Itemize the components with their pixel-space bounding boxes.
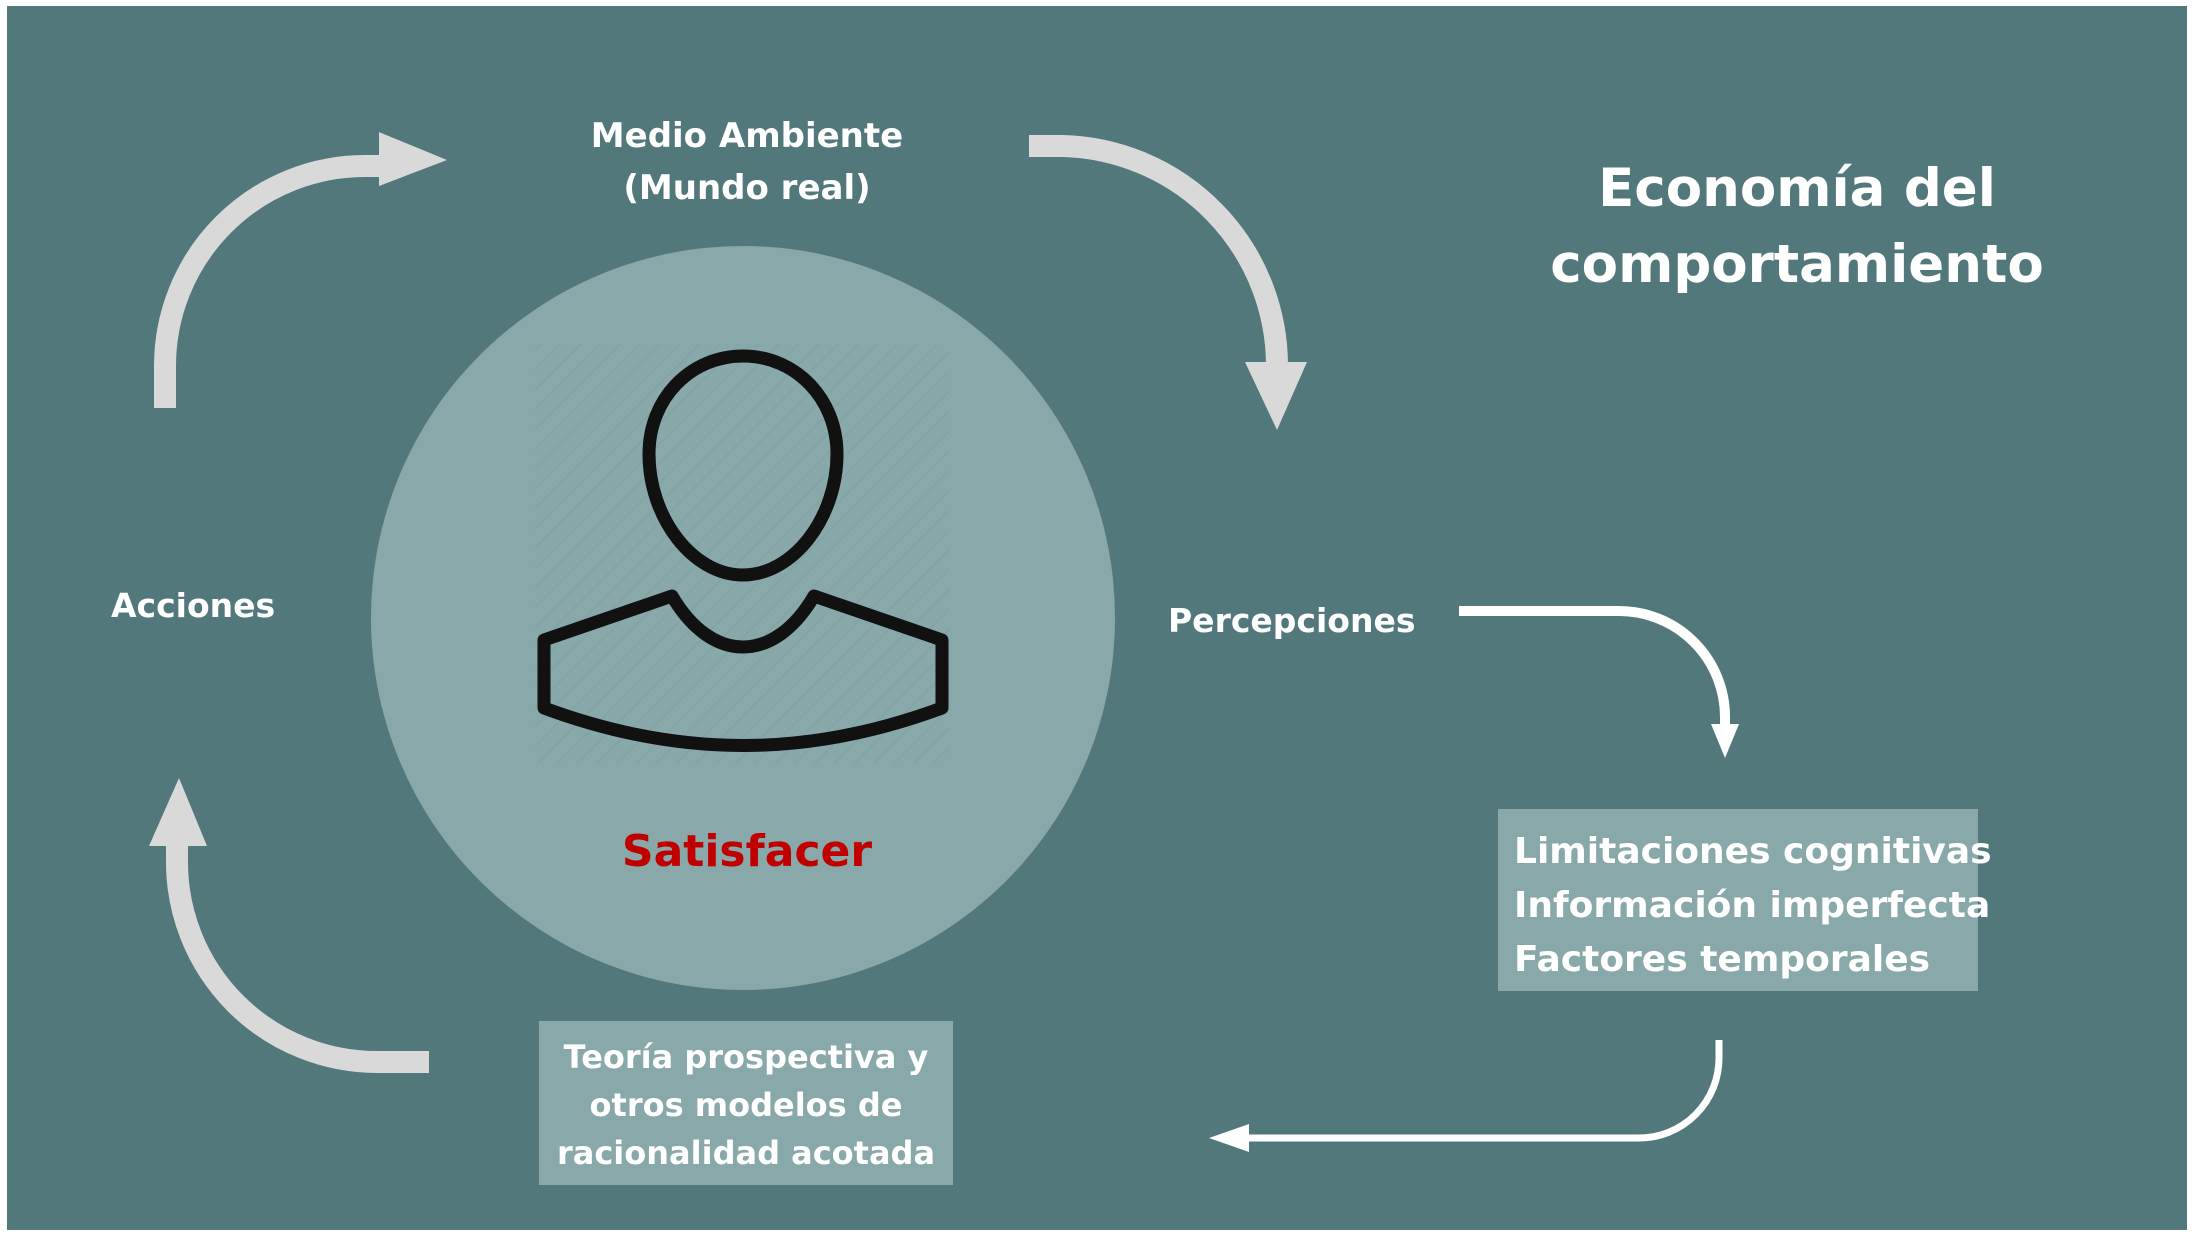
arrow-limitations-to-theory xyxy=(1209,1040,1723,1152)
limitations-box: Limitaciones cognitivas Información impe… xyxy=(1498,809,1992,991)
actions-label: Acciones xyxy=(111,586,276,625)
person-icon xyxy=(535,344,949,764)
environment-label: Medio Ambiente (Mundo real) xyxy=(567,110,927,214)
arrow-perceptions-to-limitations xyxy=(1459,606,1739,758)
theory-box: Teoría prospectiva y otros modelos de ra… xyxy=(539,1021,953,1185)
theory-line: racionalidad acotada xyxy=(556,1134,936,1172)
limitation-item: Factores temporales xyxy=(1514,939,1931,980)
page-title: Economía del comportamiento xyxy=(1487,151,2107,303)
arrow-environment-to-perceptions xyxy=(1029,135,1307,430)
title-line-2: comportamiento xyxy=(1550,234,2044,295)
cycle-diagram xyxy=(149,132,1739,1152)
arrow-actions-to-environment xyxy=(154,132,447,408)
limitation-item: Información imperfecta xyxy=(1514,885,1991,926)
limitation-item: Limitaciones cognitivas xyxy=(1514,831,1992,872)
title-line-1: Economía del xyxy=(1598,158,1996,219)
perceptions-label: Percepciones xyxy=(1168,601,1416,640)
theory-line: otros modelos de xyxy=(589,1086,903,1124)
environment-line-2: (Mundo real) xyxy=(623,168,871,208)
environment-line-1: Medio Ambiente xyxy=(590,116,904,156)
arrow-theory-to-actions xyxy=(149,778,429,1073)
slide: Medio Ambiente (Mundo real) Economía del… xyxy=(7,6,2187,1230)
theory-line: Teoría prospectiva y xyxy=(563,1038,929,1076)
satisfy-label: Satisfacer xyxy=(621,826,873,877)
